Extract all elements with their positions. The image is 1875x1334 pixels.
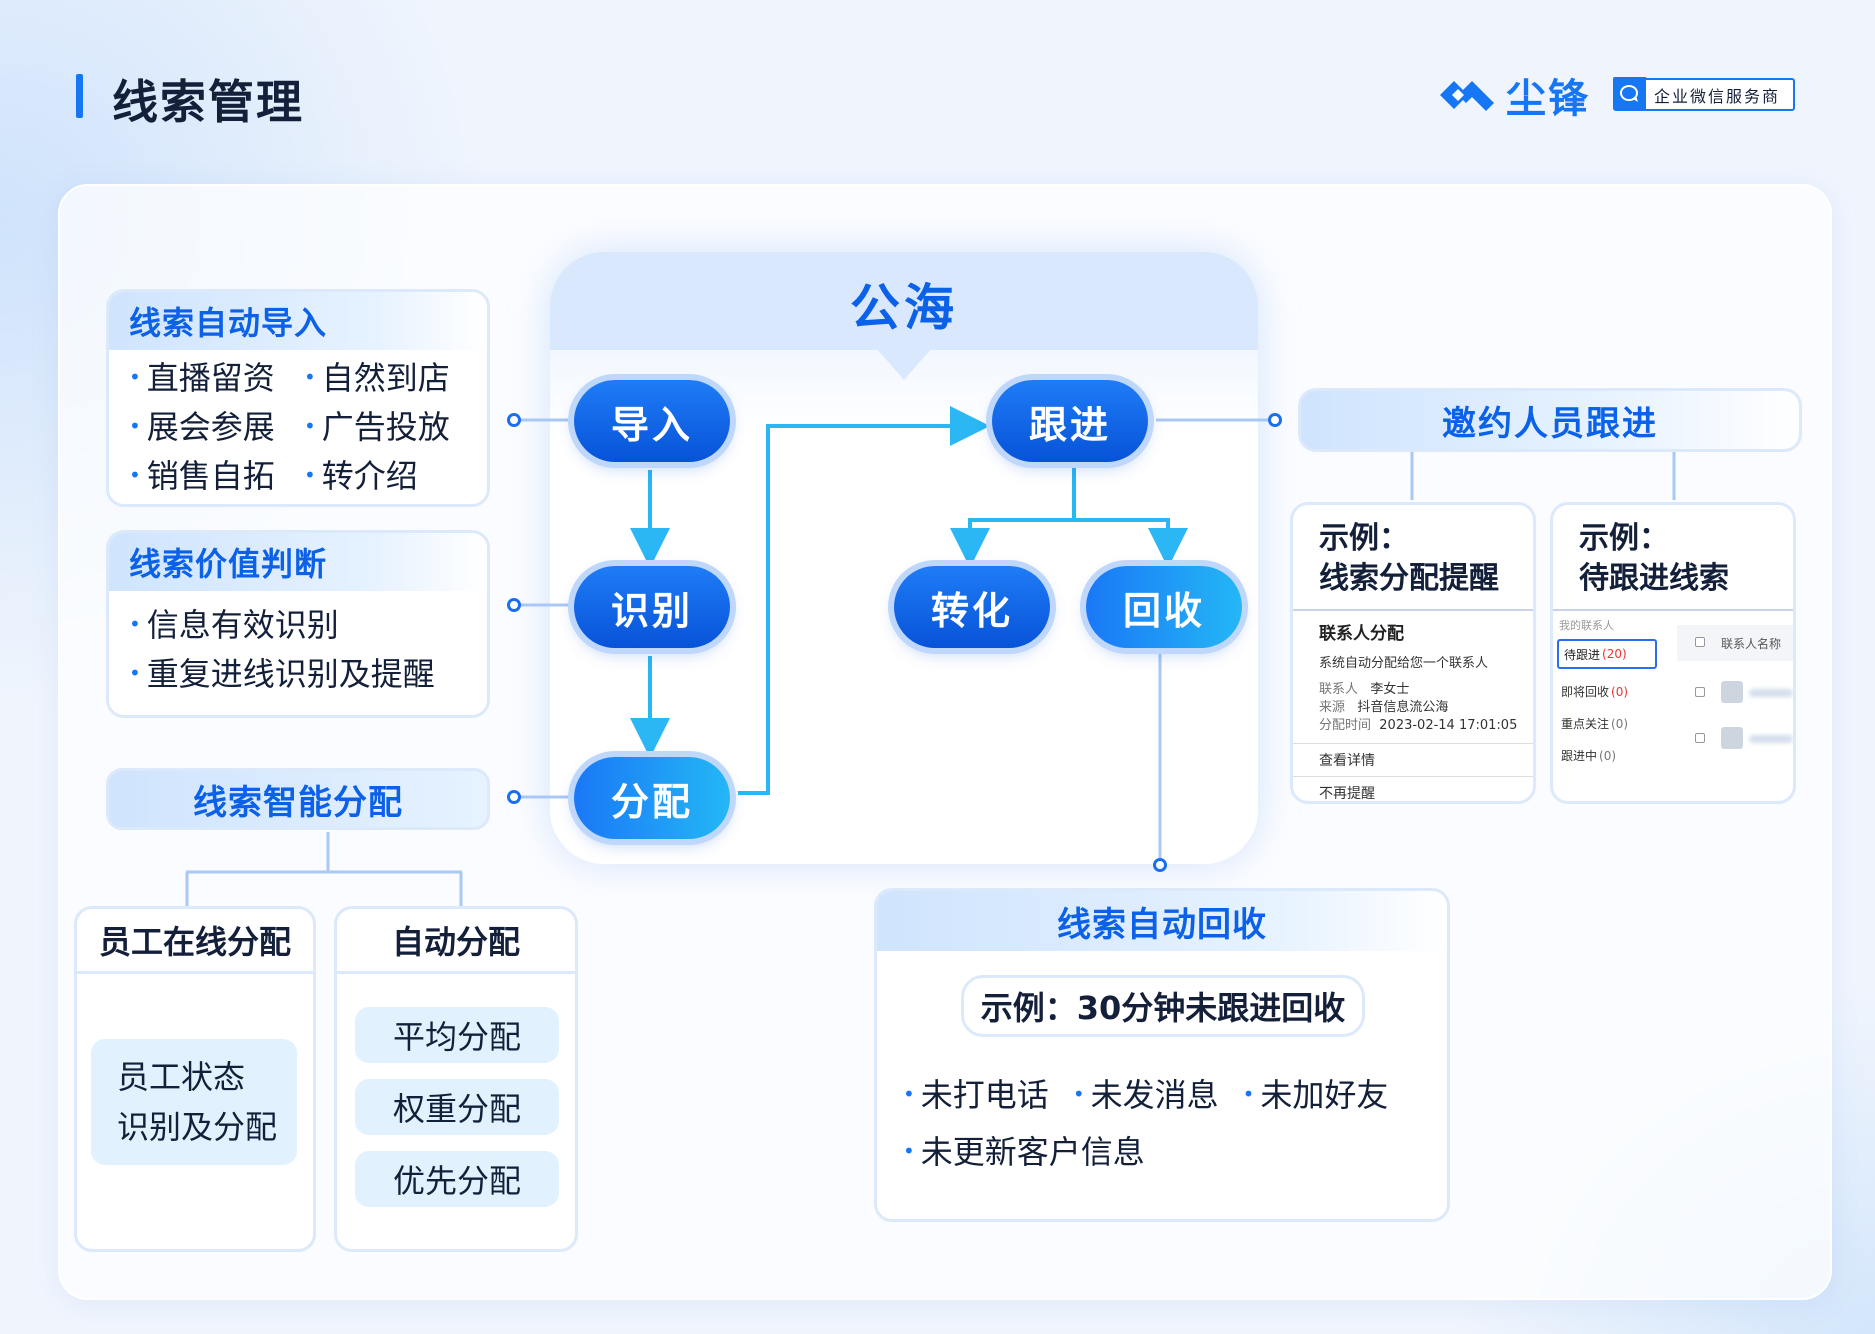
auto-recycle-title: 线索自动回收 <box>877 891 1447 951</box>
tab-key-focus[interactable]: 重点关注(0) <box>1561 717 1629 731</box>
list-item: •直播留资 <box>129 359 275 397</box>
chat-bubble-icon <box>1613 77 1646 110</box>
brand-mark-icon <box>1440 81 1494 111</box>
online-assign-title: 员工在线分配 <box>77 909 313 974</box>
list-item: •未打电话 <box>903 1076 1049 1114</box>
checkbox-icon[interactable] <box>1695 637 1705 647</box>
tab-following[interactable]: 跟进中(0) <box>1561 749 1617 763</box>
example-pending-leads: 示例： 待跟进线索 我的联系人 待跟进(20) 即将回收(0) 重点关注(0) … <box>1550 502 1796 804</box>
auto-assign-title: 自动分配 <box>337 909 575 974</box>
title-accent-bar <box>76 74 83 118</box>
list-item: •重复进线识别及提醒 <box>129 655 435 693</box>
reminder-card-title: 联系人分配 <box>1319 624 1404 644</box>
auto-assign-chip: 权重分配 <box>355 1079 559 1135</box>
connector-node <box>1268 413 1282 427</box>
pill-assign[interactable]: 分配 <box>574 757 730 839</box>
auto-import-box: 线索自动导入 •直播留资 •自然到店 •展会参展 •广告投放 •销售自拓 •转介… <box>106 289 490 507</box>
auto-assign-chip: 优先分配 <box>355 1151 559 1207</box>
recycle-conditions-row: •未打电话 •未发消息 •未加好友 <box>903 1073 1443 1122</box>
chip-line: 员工状态 <box>117 1058 246 1096</box>
brand-badge: 企业微信服务商 <box>1613 77 1795 111</box>
auto-recycle-box: 线索自动回收 示例：30分钟未跟进回收 •未打电话 •未发消息 •未加好友 •未… <box>874 888 1450 1222</box>
brand-logo: 尘锋 <box>1438 70 1590 122</box>
checkbox-icon[interactable] <box>1695 687 1705 697</box>
reminder-card: 联系人分配 系统自动分配给您一个联系人 联系人 李女士 来源 抖音信息流公海 分… <box>1293 609 1533 735</box>
blurred-name <box>1749 689 1793 697</box>
connector-node <box>507 790 521 804</box>
value-judge-list: •信息有效识别 •重复进线识别及提醒 <box>109 591 487 701</box>
example-assign-reminder: 示例： 线索分配提醒 联系人分配 系统自动分配给您一个联系人 联系人 李女士 来… <box>1290 502 1536 804</box>
list-item: •转介绍 <box>304 457 418 495</box>
side-title: 我的联系人 <box>1559 619 1614 632</box>
avatar <box>1721 681 1743 703</box>
list-item: •未发消息 <box>1072 1076 1219 1114</box>
auto-assign-box: 自动分配 平均分配 权重分配 优先分配 <box>334 906 578 1252</box>
online-assign-chip: 员工状态 识别及分配 <box>91 1039 297 1165</box>
auto-import-title: 线索自动导入 <box>109 292 487 350</box>
brand-badge-label: 企业微信服务商 <box>1654 86 1781 106</box>
connector-node <box>507 413 521 427</box>
pill-identify[interactable]: 识别 <box>574 566 730 648</box>
invite-follow-title: 邀约人员跟进 <box>1298 388 1802 452</box>
chip-line: 识别及分配 <box>117 1108 278 1146</box>
public-sea-notch <box>876 348 932 380</box>
avatar <box>1721 727 1743 749</box>
value-judge-title: 线索价值判断 <box>109 533 487 591</box>
smart-assign-title: 线索智能分配 <box>106 768 490 830</box>
auto-import-list: •直播留资 •自然到店 •展会参展 •广告投放 •销售自拓 •转介绍 <box>109 350 487 503</box>
list-item: •信息有效识别 <box>129 606 339 644</box>
connector-node <box>507 598 521 612</box>
list-item: •未加好友 <box>1242 1076 1389 1114</box>
contacts-mini-panel: 我的联系人 待跟进(20) 即将回收(0) 重点关注(0) 跟进中(0) 联系人… <box>1553 609 1793 801</box>
pill-follow[interactable]: 跟进 <box>992 380 1148 462</box>
auto-assign-chip: 平均分配 <box>355 1007 559 1063</box>
public-sea-header <box>550 252 1258 350</box>
reminder-card-desc: 系统自动分配给您一个联系人 <box>1319 656 1489 671</box>
list-item: •广告投放 <box>304 408 450 446</box>
checkbox-icon[interactable] <box>1695 733 1705 743</box>
connector-node <box>1153 858 1167 872</box>
reminder-card-fields: 联系人 李女士 来源 抖音信息流公海 分配时间 2023-02-14 17:01… <box>1319 682 1518 733</box>
example-title: 示例： 线索分配提醒 <box>1319 521 1499 596</box>
page-title: 线索管理 <box>112 75 304 129</box>
public-sea-title: 公海 <box>850 279 958 337</box>
tab-soon-recycle[interactable]: 即将回收(0) <box>1561 685 1629 699</box>
list-item: •销售自拓 <box>129 457 275 495</box>
pill-convert[interactable]: 转化 <box>894 566 1050 648</box>
example-title: 示例： 待跟进线索 <box>1579 521 1729 596</box>
pill-import[interactable]: 导入 <box>574 380 730 462</box>
list-item: •未更新客户信息 <box>903 1133 1145 1171</box>
list-item: •展会参展 <box>129 408 275 446</box>
tab-pending[interactable]: 待跟进(20) <box>1557 639 1657 669</box>
list-item: •自然到店 <box>304 359 450 397</box>
dismiss-reminder-link[interactable]: 不再提醒 <box>1293 776 1533 801</box>
value-judge-box: 线索价值判断 •信息有效识别 •重复进线识别及提醒 <box>106 530 490 718</box>
recycle-example: 示例：30分钟未跟进回收 <box>961 975 1365 1037</box>
online-assign-box: 员工在线分配 员工状态 识别及分配 <box>74 906 316 1252</box>
recycle-conditions: •未打电话 •未发消息 •未加好友 •未更新客户信息 <box>903 1073 1443 1179</box>
pill-recycle[interactable]: 回收 <box>1086 566 1242 648</box>
blurred-name <box>1749 735 1793 743</box>
view-details-link[interactable]: 查看详情 <box>1293 743 1533 776</box>
brand-name: 尘锋 <box>1506 76 1590 122</box>
column-header: 联系人名称 <box>1721 637 1782 651</box>
